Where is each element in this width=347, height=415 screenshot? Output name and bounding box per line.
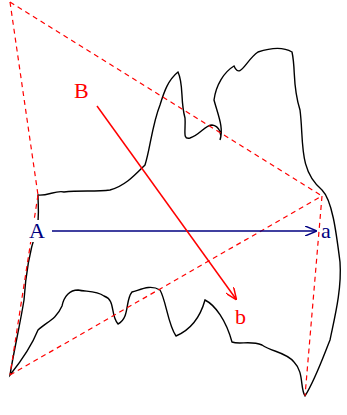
irregular-shape <box>10 48 340 396</box>
vector-arrow <box>52 230 316 232</box>
point-label: b <box>234 306 247 328</box>
point-label: B <box>73 80 90 102</box>
point-label: A <box>28 220 46 242</box>
vector-arrow <box>97 106 236 299</box>
point-label: a <box>320 220 332 242</box>
convex-hull <box>10 2 322 396</box>
